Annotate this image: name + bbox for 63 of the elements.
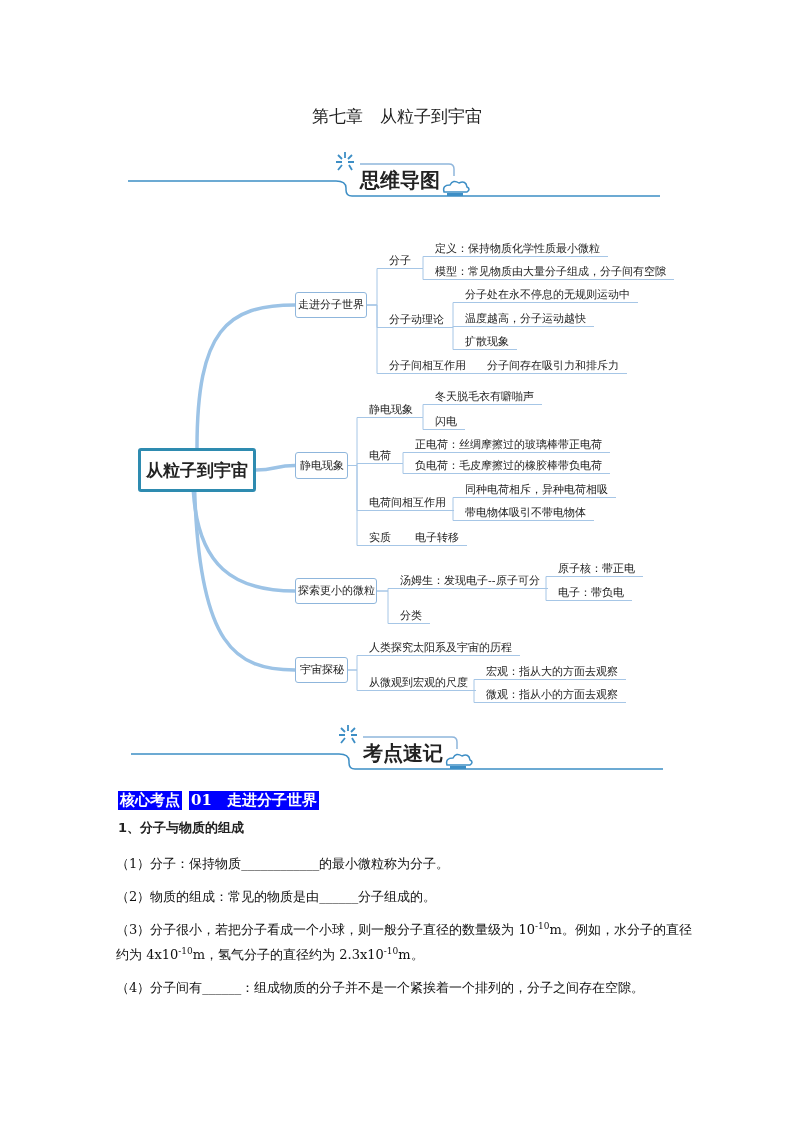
subtopic-label: 分子处在永不停息的无规则运动中 — [453, 287, 638, 303]
branch-line — [347, 465, 358, 546]
subtopic-label: 定义：保持物质化学性质最小微粒 — [423, 241, 608, 257]
paragraph: （3）分子很小，若把分子看成一个小球，则一般分子直径的数量级为 10$^{-10}$m。例如，水分子的直径约为 4x10$^{-10}$m，氢气分子的直径约为 2.3x10$^{-10}$m。 — [116, 919, 693, 964]
branch-line — [473, 679, 477, 691]
branch-line — [473, 373, 476, 374]
subtopic-label: 宏观：指从大的方面去观察 — [474, 664, 626, 680]
branch-line — [451, 302, 454, 328]
branch-line — [376, 590, 389, 624]
subtopic-label: 冬天脱毛衣有噼啪声 — [423, 389, 542, 405]
subtopic-label: 分子间存在吸引力和排斥力 — [475, 358, 627, 374]
section-tag: 01 走进分子世界 — [189, 791, 319, 810]
subtopic-label: 分子间相互作用 — [377, 358, 474, 374]
subtopic-label: 电荷间相互作用 — [357, 495, 454, 511]
branch-line — [191, 491, 296, 593]
branch-line — [255, 463, 296, 472]
subtopic-label: 分子 — [377, 253, 419, 269]
subtopic-label: 分类 — [388, 608, 430, 624]
branch-line — [452, 497, 455, 511]
paragraph: （1）分子：保持物质____________的最小微粒称为分子。 — [116, 855, 451, 873]
page-title: 第七章 从粒子到宇宙 — [310, 105, 483, 128]
subtopic-label: 汤姆生：发现电子--原子可分 — [388, 573, 548, 589]
subtopic-label: 原子核：带正电 — [546, 561, 643, 577]
subtopic-label: 分子动理论 — [377, 312, 452, 328]
section-heading: 考点速记 — [362, 740, 444, 766]
branch-line — [451, 327, 454, 350]
branch-line — [545, 576, 549, 589]
subtopic-label: 温度越高，分子运动越快 — [453, 311, 594, 327]
topic-box: 静电现象 — [295, 452, 348, 479]
paragraph: （2）物质的组成：常见的物质是由______分子组成的。 — [116, 888, 438, 906]
branch-line — [398, 545, 404, 546]
subheading: 1、分子与物质的组成 — [118, 819, 245, 837]
branch-line — [347, 669, 358, 691]
branch-line — [473, 690, 477, 703]
central-topic-box: 从粒子到宇宙 — [138, 448, 256, 492]
subtopic-label: 负电荷：毛皮摩擦过的橡胶棒带负电荷 — [403, 458, 610, 474]
subtopic-label: 实质 — [357, 530, 399, 546]
branch-line — [420, 404, 424, 418]
subtopic-label: 从微观到宏观的尺度 — [357, 675, 476, 691]
subtopic-label: 人类探究太阳系及宇宙的历程 — [357, 640, 520, 656]
subtopic-label: 电荷 — [357, 448, 399, 464]
paragraph: （4）分子间有______：组成物质的分子并不是一个紧挨着一个排列的，分子之间存在空隙。 — [116, 979, 646, 997]
topic-box: 宇宙探秘 — [295, 657, 348, 683]
subtopic-label: 微观：指从小的方面去观察 — [474, 687, 626, 703]
subtopic-label: 静电现象 — [357, 402, 421, 418]
section-heading: 思维导图 — [358, 167, 441, 193]
topic-box: 走进分子世界 — [295, 292, 367, 318]
branch-line — [192, 491, 296, 672]
subtopic-label: 电子转移 — [403, 530, 467, 546]
branch-line — [545, 588, 549, 601]
subtopic-label: 正电荷：丝绸摩擦过的玻璃棒带正电荷 — [403, 437, 610, 453]
subtopic-label: 同种电荷相斥，异种电荷相吸 — [453, 482, 616, 498]
section-tag: 核心考点 — [118, 791, 182, 810]
subtopic-label: 带电物体吸引不带电物体 — [453, 505, 594, 521]
branch-line — [452, 510, 455, 521]
subtopic-label: 模型：常见物质由大量分子组成，分子间有空隙 — [423, 264, 674, 280]
subtopic-label: 闪电 — [423, 414, 465, 430]
branch-line — [195, 303, 296, 449]
topic-box: 探索更小的微粒 — [295, 578, 377, 604]
subtopic-label: 电子：带负电 — [546, 585, 632, 601]
branch-line — [366, 304, 378, 374]
subtopic-label: 扩散现象 — [453, 334, 517, 350]
branch-line — [420, 417, 424, 430]
